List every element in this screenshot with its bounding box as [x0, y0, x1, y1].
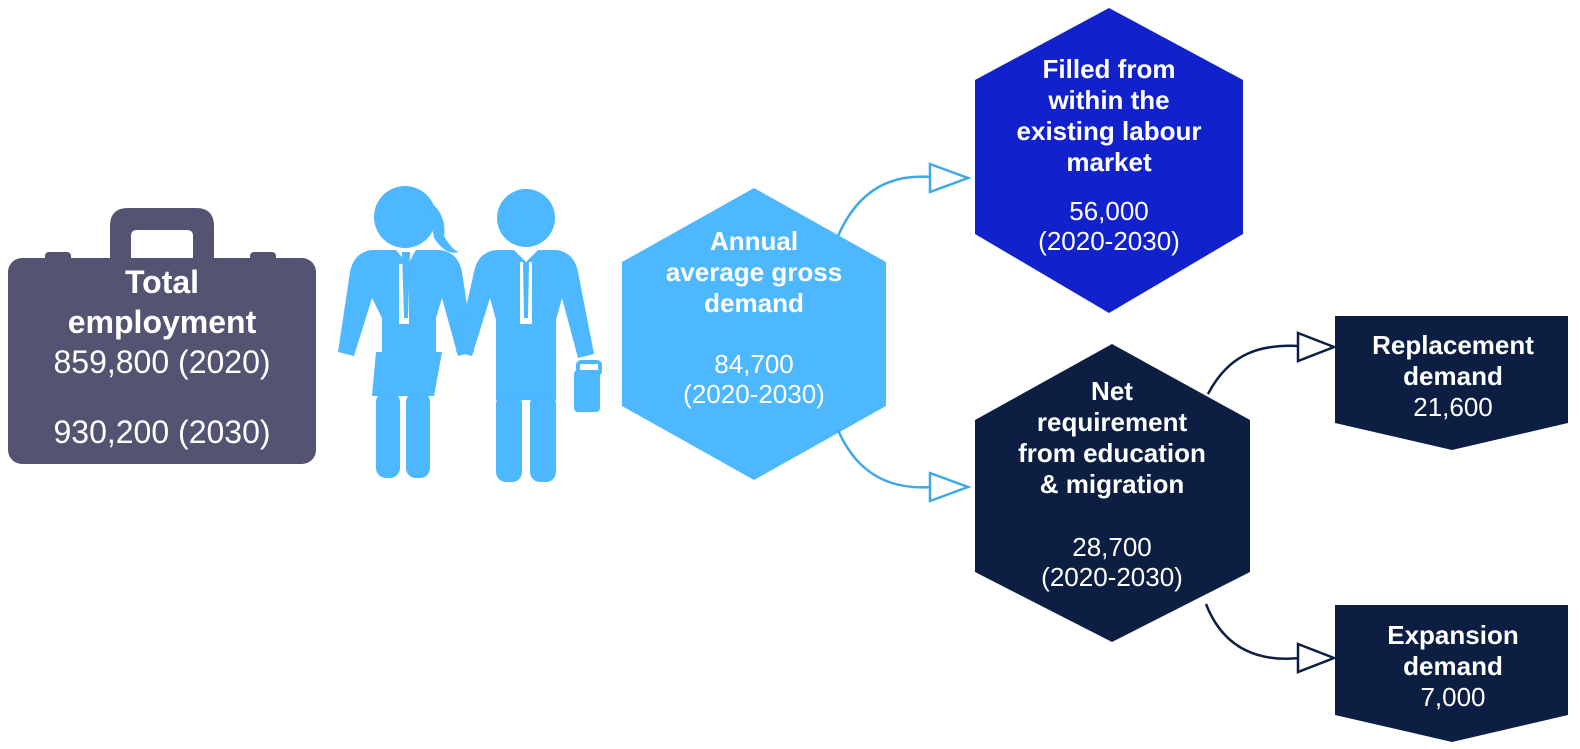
- filled-text: Filled from within the existing labour m…: [982, 54, 1236, 256]
- gross-demand-title-line: demand: [704, 288, 804, 318]
- employment-block: Total employment 859,800 (2020) 930,200 …: [8, 262, 316, 450]
- filled-period: (2020-2030): [1038, 226, 1180, 256]
- arrow-icon: [836, 429, 972, 503]
- net-requirement-title-line: requirement: [1036, 407, 1188, 437]
- net-requirement-value: 28,700: [1072, 532, 1152, 562]
- net-requirement-period: (2020-2030): [1041, 562, 1183, 592]
- gross-demand-value: 84,700: [714, 349, 794, 379]
- replacement-title-line: demand: [1403, 361, 1503, 391]
- employment-title-line2: employment: [67, 304, 257, 340]
- net-requirement-hexagon: [975, 344, 1250, 642]
- briefcase-icon: [8, 208, 316, 464]
- expansion-box: [1335, 605, 1568, 742]
- net-requirement-title-line: & migration: [1039, 469, 1185, 499]
- filled-hexagon: [975, 8, 1243, 313]
- net-requirement-title-line: from education: [1018, 438, 1206, 468]
- filled-value: 56,000: [1069, 196, 1149, 226]
- filled-title-line: market: [1066, 147, 1152, 177]
- gross-demand-title-line: average gross: [665, 257, 843, 287]
- replacement-text: Replacement demand 21,600: [1345, 330, 1561, 422]
- gross-demand-hexagon: [622, 188, 886, 480]
- person-female-icon: [338, 186, 474, 478]
- filled-title-line: existing labour: [1016, 116, 1202, 146]
- expansion-value: 7,000: [1420, 682, 1486, 712]
- net-requirement-text: Net requirement from education & migrati…: [982, 376, 1242, 592]
- net-requirement-title-line: Net: [1091, 376, 1133, 406]
- gross-demand-period: (2020-2030): [683, 379, 825, 409]
- expansion-title-line: demand: [1403, 651, 1503, 681]
- arrow-icon: [836, 162, 972, 237]
- gross-demand-title-line: Annual: [709, 226, 799, 256]
- replacement-title-line: Replacement: [1372, 330, 1534, 360]
- small-briefcase-icon: [574, 360, 602, 412]
- arrow-icon: [1206, 331, 1338, 395]
- filled-title-line: within the: [1048, 85, 1170, 115]
- employment-value-2030: 930,200 (2030): [53, 414, 271, 450]
- arrow-icon: [1204, 603, 1338, 674]
- employment-value-2020: 859,800 (2020): [53, 344, 271, 380]
- gross-demand-text: Annual average gross demand 84,700 (2020…: [630, 226, 878, 409]
- person-male-icon: [456, 189, 594, 482]
- expansion-title-line: Expansion: [1387, 620, 1519, 650]
- expansion-text: Expansion demand 7,000: [1345, 620, 1561, 712]
- replacement-box: [1335, 316, 1568, 450]
- filled-title-line: Filled from: [1042, 54, 1176, 84]
- employment-title-line1: Total: [124, 264, 200, 300]
- replacement-value: 21,600: [1413, 392, 1493, 422]
